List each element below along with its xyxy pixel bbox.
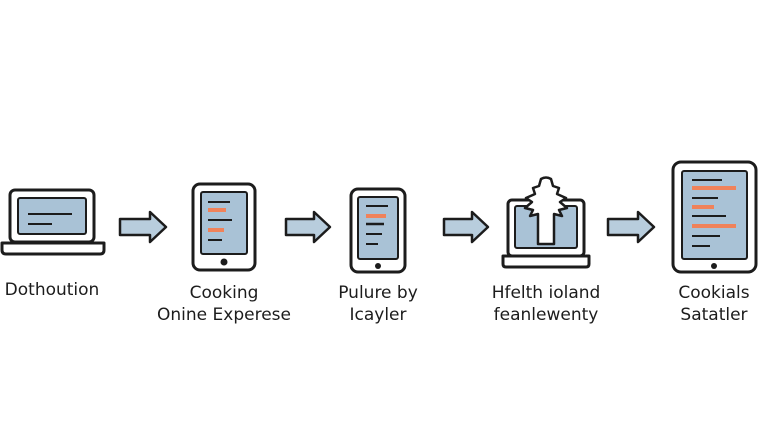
step-3-title: Pulure by xyxy=(338,283,418,303)
laptop-figure-icon xyxy=(501,176,591,269)
step-1-label: Dothoution xyxy=(0,279,104,301)
phone-icon xyxy=(349,187,407,274)
laptop-icon xyxy=(0,188,106,256)
step-3-label: Pulure by Icayler xyxy=(318,282,438,326)
right-arrow-icon xyxy=(442,210,490,244)
step-3-subtitle: Icayler xyxy=(349,305,407,325)
large-tablet-icon xyxy=(671,160,758,274)
right-arrow-icon xyxy=(606,210,656,244)
step-5-label: Cookials Satatler xyxy=(660,282,768,326)
step-2-label: Cooking Onine Experese xyxy=(154,282,294,326)
right-arrow-icon xyxy=(284,210,332,244)
step-1-title: Dothoution xyxy=(4,280,100,300)
step-4-subtitle: feanlewenty xyxy=(493,305,599,325)
right-arrow-icon xyxy=(118,210,168,244)
step-5-subtitle: Satatler xyxy=(680,305,748,325)
step-2-subtitle: Onine Experese xyxy=(157,305,291,325)
step-4-title: Hfelth ioland xyxy=(491,283,601,303)
tablet-icon xyxy=(191,182,257,272)
step-4-label: Hfelth ioland feanlewenty xyxy=(476,282,616,326)
step-5-title: Cookials xyxy=(678,283,750,303)
step-2-title: Cooking xyxy=(189,283,259,303)
